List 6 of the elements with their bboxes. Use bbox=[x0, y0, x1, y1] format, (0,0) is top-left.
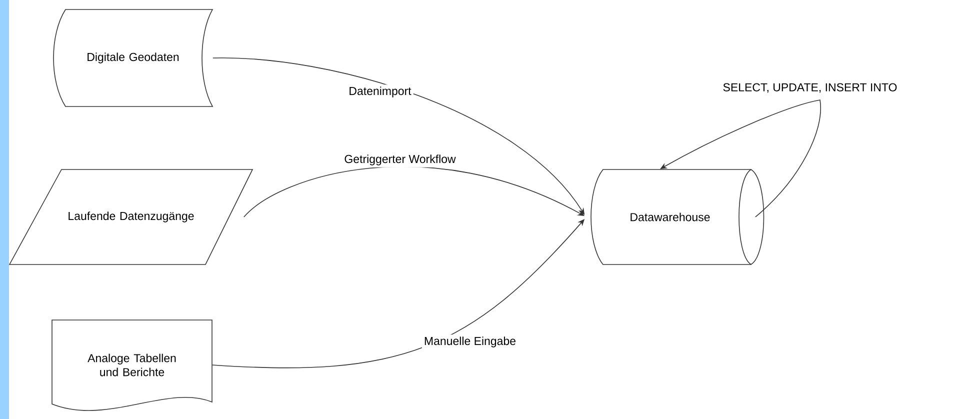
edge-label: SELECT, UPDATE, INSERT INTO bbox=[720, 81, 900, 95]
database-cylinder: Datawarehouse bbox=[590, 169, 764, 265]
edge-label: Datenimport bbox=[346, 84, 414, 100]
edge-label: Manuelle Eingabe bbox=[422, 334, 518, 350]
arrow bbox=[660, 100, 822, 218]
edge-label: Getriggerter Workflow bbox=[342, 152, 458, 168]
